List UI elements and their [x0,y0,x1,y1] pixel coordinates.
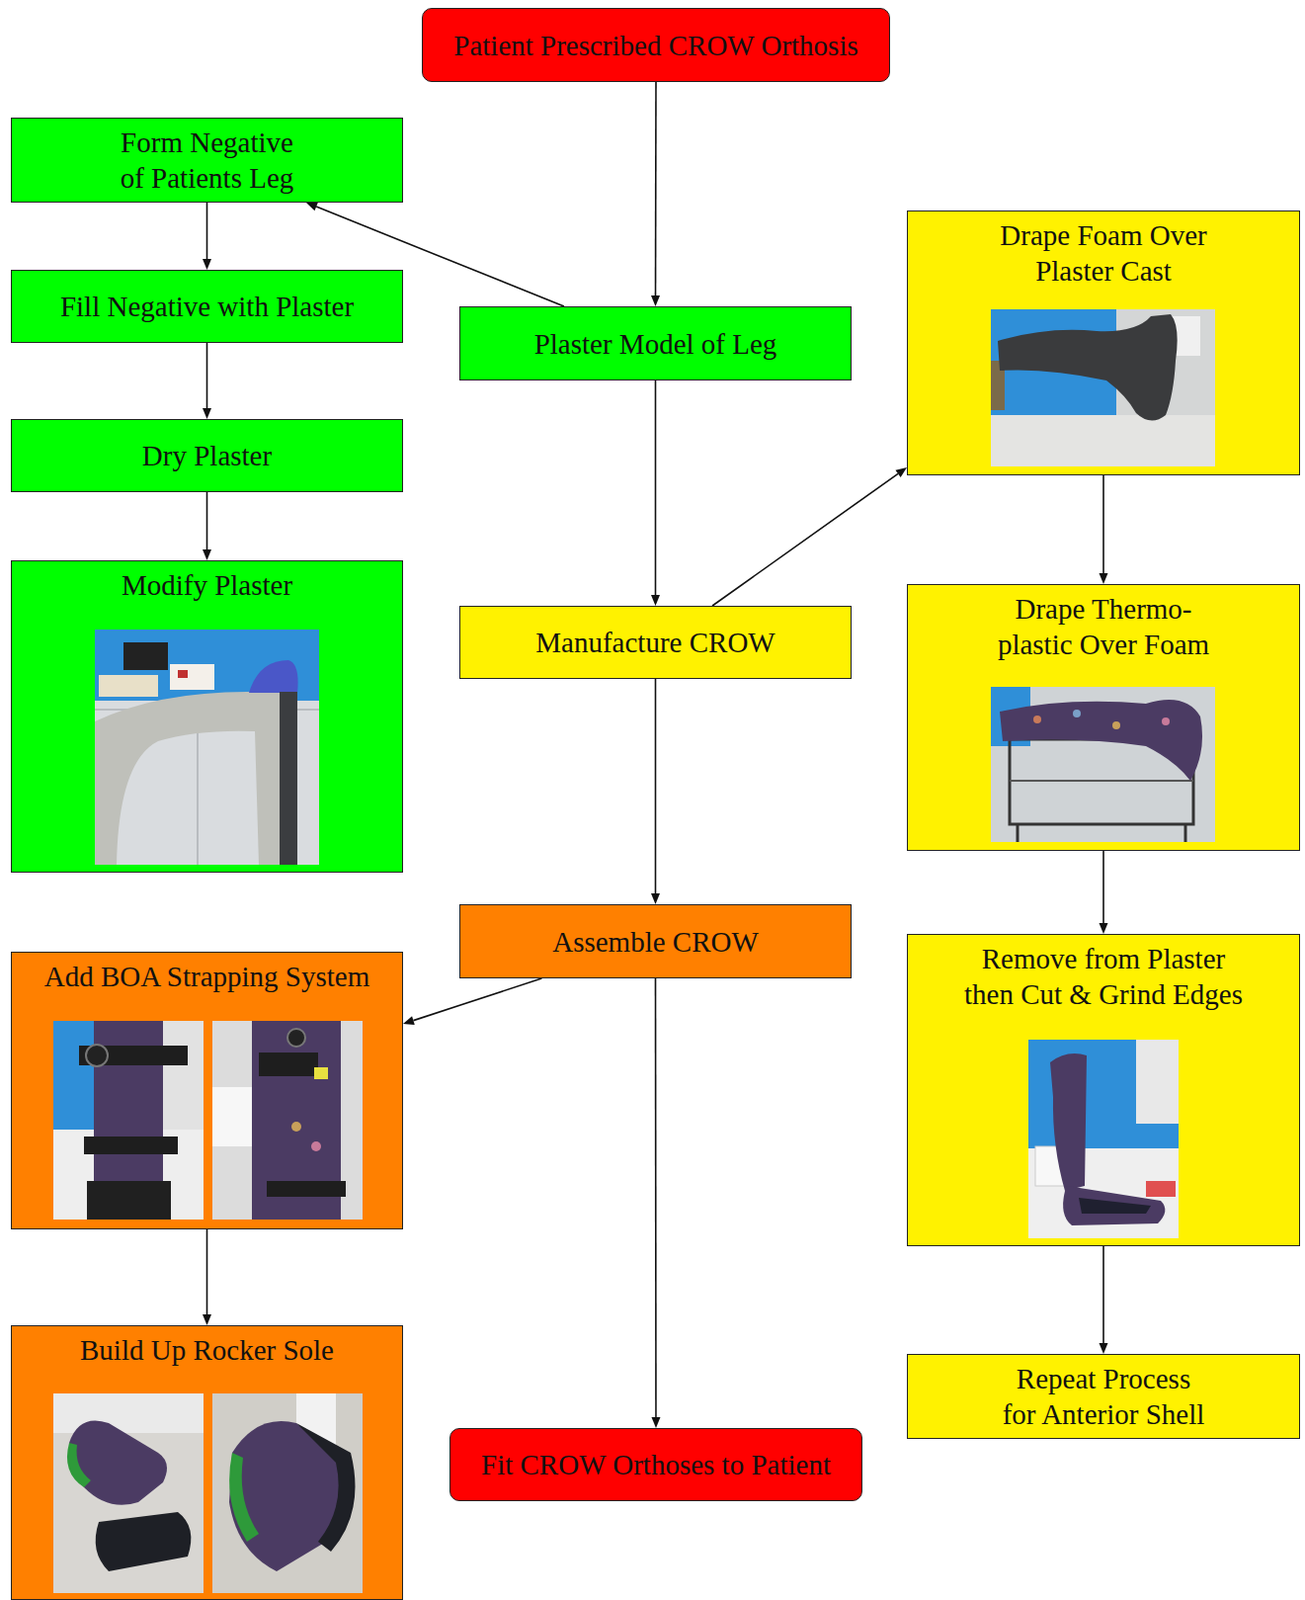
box-label: Build Up Rocker Sole [80,1331,334,1368]
process-box: Manufacture CROW [459,605,852,679]
box-label: Modify Plaster [121,567,293,603]
terminal-box: Patient Prescribed CROW Orthosis [421,7,891,82]
connector-line [654,380,657,595]
process-box: Drape Thermo- plastic Over Foam [906,583,1301,851]
box-label: Assemble CROW [552,923,759,960]
process-box: Drape Foam Over Plaster Cast [906,210,1301,476]
plaster-photo [94,629,320,865]
box-label: Manufacture CROW [535,624,775,660]
process-box: Form Negative of Patients Leg [10,117,404,203]
arrow-head [202,549,212,561]
arrow-head [202,258,212,270]
process-box: Build Up Rocker Sole [10,1324,404,1600]
arrow-head [895,467,907,478]
box-label: Dry Plaster [142,437,272,474]
box-label: Plaster Model of Leg [534,326,778,362]
process-box: Fill Negative with Plaster [10,269,404,343]
flow-arrow [651,81,660,307]
flow-arrow [202,342,212,419]
connector-line [654,678,657,894]
box-label: Repeat Process for Anterior Shell [999,1360,1209,1432]
flow-arrow [1099,850,1109,934]
flow-arrow [712,467,907,606]
flow-arrow [1099,475,1109,584]
boa-photo [53,1020,363,1220]
flow-arrow [1099,1245,1109,1354]
arrow-head [202,407,212,419]
arrow-head [651,1416,660,1428]
box-label: Drape Thermo- plastic Over Foam [984,590,1223,662]
box-label: Drape Foam Over Plaster Cast [984,217,1223,289]
foam-photo [990,309,1216,467]
flow-arrow [651,678,660,904]
thermoplastic-photo [990,686,1216,842]
connector-line [1102,475,1105,573]
process-box: Dry Plaster [10,418,404,492]
process-box: Plaster Model of Leg [459,306,852,381]
box-label: Form Negative of Patients Leg [113,124,302,196]
arrow-head [651,594,660,606]
flow-arrow [202,491,212,561]
arrow-head [651,295,660,307]
connector-line [654,978,657,1417]
connector-line [206,342,209,408]
arrow-head [651,893,660,904]
connector-line [712,473,898,606]
shell-photo [1028,1039,1179,1238]
flow-arrow [651,978,660,1428]
box-label: Fill Negative with Plaster [60,288,354,325]
arrow-head [306,202,319,211]
connector-line [1102,1245,1105,1343]
process-box: Repeat Process for Anterior Shell [906,1353,1301,1439]
connector-line [654,81,657,296]
box-label: Remove from Plaster then Cut & Grind Edg… [958,940,1250,1012]
box-label: Add BOA Strapping System [44,958,371,994]
flow-arrow [651,380,660,606]
connector-line [206,1228,209,1314]
box-label: Fit CROW Orthoses to Patient [481,1446,831,1482]
flow-arrow [202,202,212,270]
process-box: Modify Plaster [10,560,404,873]
process-box: Remove from Plaster then Cut & Grind Edg… [906,933,1301,1246]
arrow-head [202,1313,212,1325]
flow-arrow [403,978,542,1025]
process-box: Add BOA Strapping System [10,951,404,1229]
connector-line [412,978,542,1021]
connector-line [206,202,209,259]
process-box: Assemble CROW [459,903,852,979]
arrow-head [403,1015,415,1025]
connector-line [206,491,209,550]
terminal-box: Fit CROW Orthoses to Patient [449,1427,863,1501]
arrow-head [1099,572,1109,584]
arrow-head [1099,1342,1109,1354]
arrow-head [1099,922,1109,934]
connector-line [1102,850,1105,923]
rocker-photo [53,1392,363,1593]
box-label: Patient Prescribed CROW Orthosis [453,27,858,64]
flow-arrow [202,1228,212,1325]
